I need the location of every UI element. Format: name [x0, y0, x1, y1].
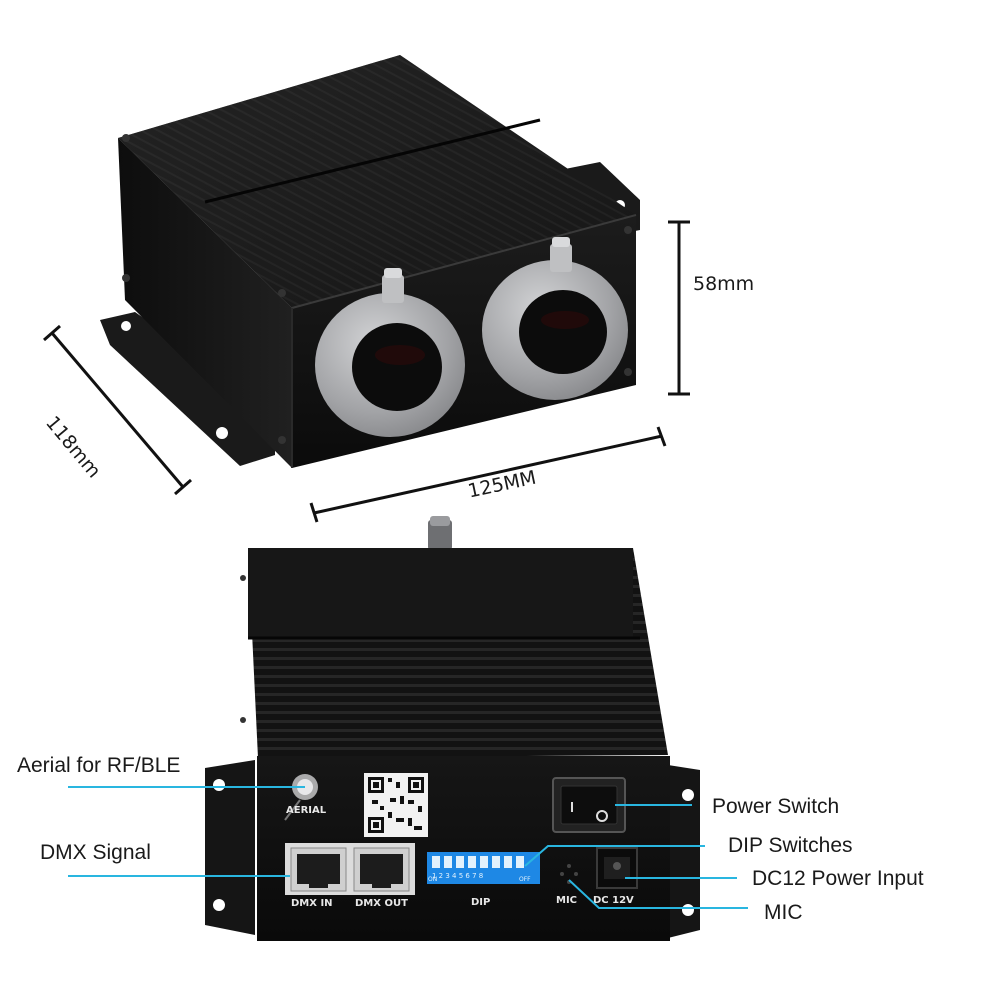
power-rocker-switch — [552, 777, 626, 833]
aerial-callout-label: Aerial for RF/BLE — [17, 754, 181, 777]
device-top-view — [43, 55, 690, 523]
mic-marking: MIC — [556, 895, 577, 906]
dip-callout-line — [524, 845, 705, 867]
qr-code — [364, 773, 428, 837]
dmx-in-marking: DMX IN — [291, 898, 333, 909]
dip-numbers-marking: 1 2 3 4 5 6 7 8 — [432, 872, 483, 880]
mic-holes — [560, 864, 578, 884]
dc-callout-label: DC12 Power Input — [752, 867, 924, 890]
mic-callout-label: MIC — [764, 901, 803, 924]
mic-callout-line — [568, 879, 748, 909]
dmx-callout-label: DMX Signal — [40, 841, 151, 864]
mounting-flange-left — [100, 312, 275, 466]
width-dimension-line — [309, 426, 667, 523]
dip-callout-label: DIP Switches — [728, 834, 853, 857]
height-dimension-line — [668, 220, 690, 396]
dip-on-marking: ON — [428, 876, 437, 883]
power-switch-callout-label: Power Switch — [712, 795, 840, 818]
housing-side-face — [118, 138, 292, 468]
dmx-out-marking: DMX OUT — [355, 898, 408, 909]
rear-flange-left — [205, 760, 255, 935]
depth-dimension-line — [43, 324, 192, 496]
callout-lines — [68, 786, 748, 909]
height-dimension-label: 58mm — [693, 273, 755, 295]
rear-flange-right — [668, 765, 700, 938]
dc-marking: DC 12V — [593, 895, 634, 906]
aerial-marking: AERIAL — [286, 805, 327, 816]
fiber-port-ring-left — [315, 268, 465, 437]
dmx-out-port — [353, 847, 410, 892]
dc-jack — [596, 847, 638, 889]
fiber-port-ring-right — [482, 237, 628, 400]
dip-off-marking: OFF — [519, 876, 531, 883]
dip-marking: DIP — [471, 897, 490, 908]
dip-switch-block — [427, 852, 540, 884]
device-rear-view: AERIAL DMX IN DMX OUT 1 2 3 4 — [68, 516, 748, 941]
